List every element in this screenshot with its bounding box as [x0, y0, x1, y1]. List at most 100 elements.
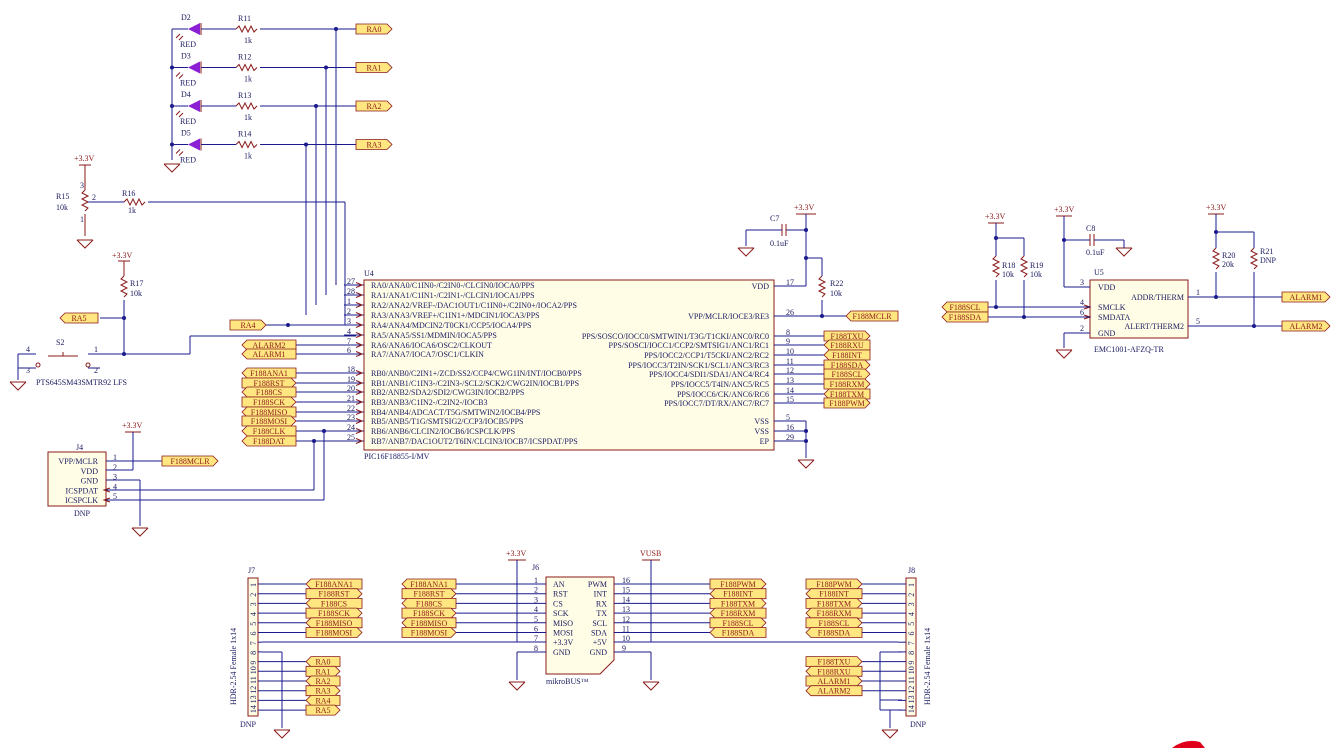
mcu-pin-num: 22 — [347, 404, 355, 413]
j6-pin-num: 9 — [622, 644, 626, 653]
net-f188txu-j8: F188TXU — [818, 658, 851, 667]
mcu-decoupling: +3.3V C7 0.1uF R22 10k — [737, 203, 846, 469]
j6-pin-name: RX — [596, 599, 607, 608]
net-f188cs-j6: F188CS — [416, 599, 442, 608]
net-ra2: RA2 — [366, 102, 381, 111]
net-alarm2-u5: ALARM2 — [1290, 322, 1323, 331]
r18-rail: +3.3V — [985, 212, 1006, 221]
net-f188ana1-j7: F188ANA1 — [315, 580, 353, 589]
mcu-pin-name: RA5/ANA5/SS1/MDMIN/IOCA5/PPS — [371, 331, 497, 340]
switch-pin-4: 4 — [26, 345, 30, 354]
net-f188rst-j7: F188RST — [318, 590, 349, 599]
net-ra5-j7: RA5 — [315, 706, 330, 715]
r20-value: 20k — [1222, 260, 1234, 269]
r19-ref: R19 — [1030, 261, 1043, 270]
net-ra1-flag — [355, 62, 393, 73]
led-resistor — [235, 24, 258, 34]
j4-pin-name: ICSPCLK — [65, 496, 98, 505]
j8-pin-num: 10 — [907, 666, 916, 674]
j4-pin-num: 4 — [113, 482, 117, 491]
mcu-pin-num: 5 — [786, 413, 790, 422]
net-ra4-flag — [229, 319, 267, 331]
switch-pin-3: 3 — [26, 366, 30, 375]
pin-arrow-icon — [355, 312, 364, 318]
led-resistor — [235, 140, 258, 149]
net-f188mosi: F188MOSI — [251, 417, 288, 426]
header-j7: J7 DNP HDR-2.54 Female 1x14 123456789101… — [229, 566, 306, 739]
net-f188scl-j6: F188SCL — [722, 619, 753, 628]
net-f188sda-j8-flag — [805, 627, 863, 638]
mcu-pin-name: VSS — [754, 417, 769, 426]
u5-rail: +3.3V — [1054, 205, 1075, 214]
led-res-value: 1k — [244, 152, 252, 161]
net-f188mosi-j6-flag — [401, 627, 457, 638]
j7-pin-num: 5 — [249, 622, 258, 626]
net-f188dat: F188DAT — [253, 437, 285, 446]
net-f188rst-flag — [241, 377, 297, 389]
r16-ref: R16 — [122, 189, 135, 198]
net-f188txu-flag — [823, 330, 871, 342]
net-ra0-flag — [355, 23, 393, 35]
switch-block: +3.3V R17 10k S2 PTS645SM43SMTR92 LFS 4 … — [9, 251, 356, 391]
mcu-pin-name: RB3/ANB3/C1IN2-/C2IN2-/IOCB3 — [371, 398, 487, 407]
net-f188sck-j7-flag — [305, 607, 363, 619]
j4-pin-name: GND — [81, 477, 99, 486]
net-alarm2-u5-flag — [1281, 320, 1331, 332]
net-f188int: F188INT — [832, 351, 862, 360]
j8-pin-num: 3 — [907, 602, 916, 606]
mcu-pin-num: 26 — [786, 308, 794, 317]
net-f188sda-u5: F188SDA — [949, 313, 982, 322]
mcu-pin-name: RA4/ANA4/MDCIN2/T0CK1/CCP5/IOCA4/PPS — [371, 321, 531, 330]
net-f188sck-flag — [241, 396, 297, 408]
j6-pin-name: RST — [553, 590, 568, 599]
mcu-pin-num: 21 — [347, 394, 355, 403]
j4-pin-num: 2 — [113, 463, 117, 472]
net-f188scl-j6-flag — [709, 617, 767, 629]
net-f188pwm-flag — [823, 397, 871, 409]
r17-value: 10k — [130, 289, 142, 298]
led-res-ref: R13 — [238, 91, 251, 100]
c7-value: 0.1uF — [770, 239, 789, 248]
mcu-pin-name: RA0/ANA0/C1IN0-/C2IN0-/CLCIN0/IOCA0/PPS — [371, 281, 535, 290]
j6-pin-name: SCK — [553, 609, 569, 618]
pin-arrow-icon — [355, 282, 364, 288]
net-f188pwm-j8: F188PWM — [816, 580, 852, 589]
switch-ref: S2 — [56, 338, 64, 347]
net-f188pwm: F188PWM — [829, 399, 865, 408]
r20-ref: R20 — [1222, 251, 1235, 260]
j6-pin-num: 4 — [534, 605, 538, 614]
r20-rail: +3.3V — [1206, 203, 1227, 212]
mcu-pin-name: RB5/ANB5/T1G/SMTSIG2/CCP3/IOCB5/PPS — [371, 417, 523, 426]
net-f188mosi-flag — [241, 415, 297, 427]
j8-pin-num: 13 — [907, 695, 916, 703]
net-f188pwm-j6-flag — [709, 578, 767, 590]
led-ref: D3 — [181, 52, 191, 61]
net-ra0-j7: RA0 — [315, 658, 330, 667]
j6-pin-num: 7 — [534, 634, 538, 643]
net-f188sck-j6-flag — [401, 607, 457, 619]
j4-pin-name: VPP/MCLR — [58, 457, 98, 466]
mcu-pin-num: 14 — [786, 386, 794, 395]
u5-pin-name: ADDR/THERM — [1131, 293, 1184, 302]
mcu-pin-num: 9 — [786, 337, 790, 346]
mcu-pin-num: 28 — [347, 287, 355, 296]
j7-pin-num: 13 — [249, 695, 258, 703]
led-resistor — [235, 101, 258, 111]
j6-ref: J6 — [532, 563, 539, 572]
j8-desc: HDR-2.54 Female 1x14 — [923, 628, 932, 705]
net-ra1-j7-flag — [305, 665, 341, 677]
net-f188txm-j6: F188TXM — [721, 599, 755, 608]
led-ref: D5 — [181, 129, 191, 138]
u5-pin-name: ALERT/THERM2 — [1124, 322, 1184, 331]
mcu-pin-num: 10 — [786, 347, 794, 356]
j8-pin-num: 14 — [907, 705, 916, 713]
j7-pin-num: 4 — [249, 612, 258, 616]
mcu-pin-name: EP — [760, 437, 770, 446]
j6-pin-num: 6 — [534, 625, 538, 634]
j7-pin-num: 3 — [249, 602, 258, 606]
j7-pin-num: 8 — [249, 651, 258, 655]
mcu-pin-name: PPS/IOCC6/CK/ANC6/RC6 — [677, 390, 769, 399]
